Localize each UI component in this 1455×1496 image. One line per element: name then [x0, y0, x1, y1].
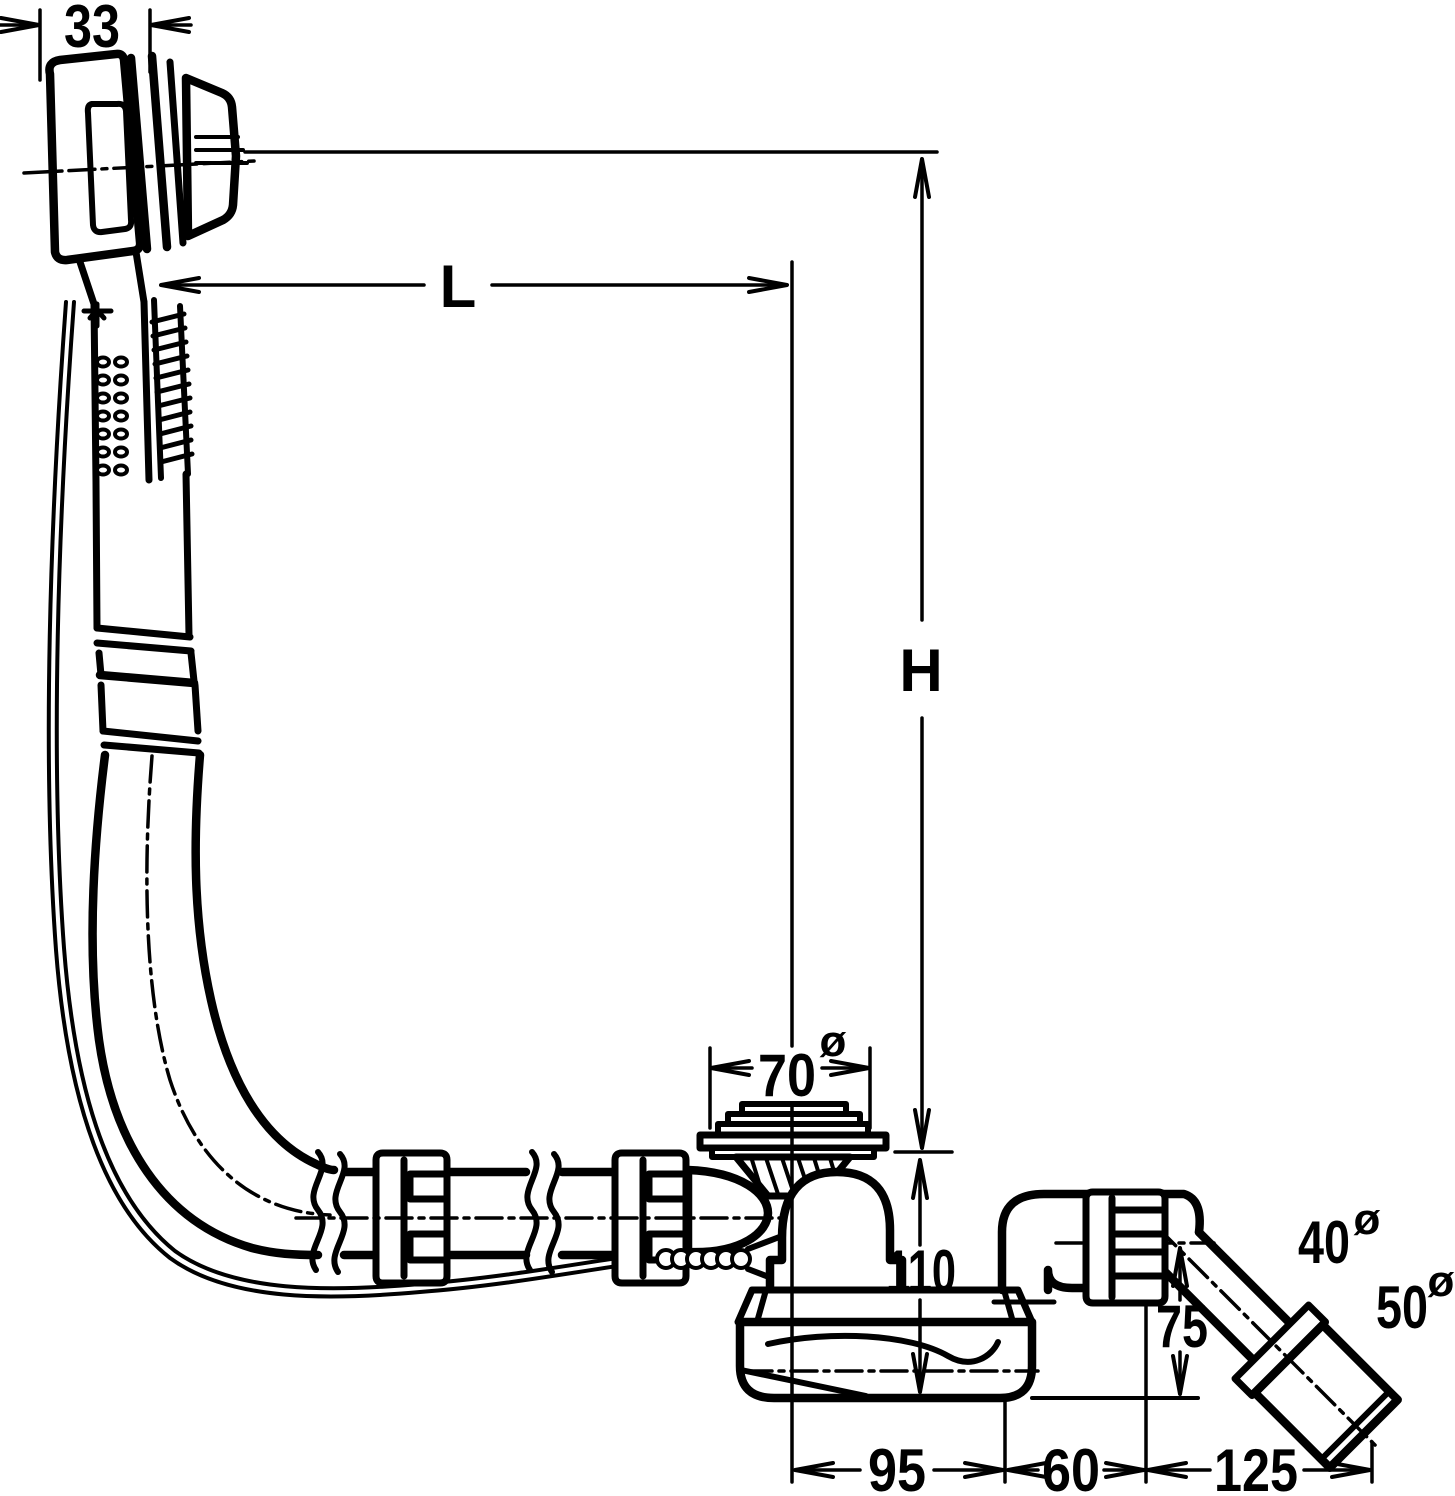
dimension-70: 70 ø: [708, 1017, 872, 1130]
pipe-centerline: [145, 754, 332, 1217]
trap-clamp-ring: [734, 1286, 1036, 1326]
overflow-rosette-head: [22, 49, 256, 308]
dimension-125: 125: [1146, 1437, 1374, 1496]
pipe-break-symbol: [523, 1149, 540, 1273]
overflow-pipe-bend: [88, 750, 339, 1260]
outlet-centerline: [1155, 1225, 1382, 1452]
dim-label-L: L: [440, 253, 477, 320]
dimension-L: L: [159, 253, 789, 320]
trap-weir-line: [765, 1332, 1001, 1365]
bowden-cable: [46, 300, 652, 1299]
dimension-110: 110: [886, 1158, 956, 1394]
dim-label-H: H: [899, 637, 942, 704]
dimension-33: 33: [0, 0, 193, 82]
pipe-break-symbol: [309, 1149, 326, 1273]
horizontal-overflow-pipe: [294, 1149, 790, 1287]
dim-label-40: 40: [1298, 1209, 1350, 1276]
dim-label-125: 125: [1214, 1437, 1298, 1496]
dimension-H: H: [243, 150, 954, 1154]
dim-label-33: 33: [64, 0, 120, 60]
pipe-joint-cone: [92, 470, 203, 757]
dimension-50: 50 ø: [1376, 1257, 1455, 1341]
dimension-60: 60: [1006, 1304, 1148, 1496]
dim-label-110: 110: [886, 1238, 956, 1305]
diameter-symbol-70: ø: [820, 1017, 847, 1066]
dimension-75: 75: [1156, 1246, 1208, 1396]
head-centerline: [22, 159, 256, 175]
corrugated-overflow-hose: [81, 297, 195, 486]
dimension-95: 95: [793, 1400, 1007, 1496]
union-nut-large: [1082, 1188, 1169, 1307]
diameter-symbol-40: ø: [1354, 1195, 1381, 1244]
dim-label-50: 50: [1376, 1274, 1428, 1341]
flat-trap-cup: [735, 1317, 1037, 1403]
dim-label-95: 95: [868, 1437, 926, 1496]
dim-label-75: 75: [1156, 1293, 1208, 1360]
diameter-symbol-50: ø: [1428, 1257, 1455, 1306]
cable-pin-symbol: [81, 301, 114, 329]
dimension-40: 40 ø: [1298, 1195, 1381, 1276]
dim-label-60: 60: [1042, 1437, 1100, 1496]
cable-housing-dome: [765, 1167, 907, 1297]
dim-label-70: 70: [758, 1042, 816, 1109]
pipe-break-symbol: [545, 1151, 562, 1275]
